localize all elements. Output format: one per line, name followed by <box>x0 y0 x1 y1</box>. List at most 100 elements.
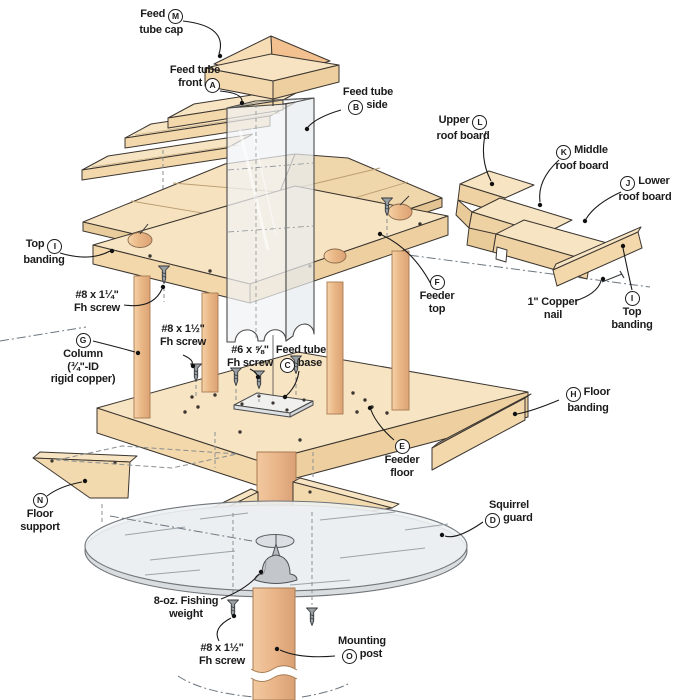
leader-lines <box>46 20 633 658</box>
label-lower-roof-board: J Lower roof board <box>610 175 680 204</box>
label-screw-8x114: #8 x 1¼" Fh screw <box>68 289 126 314</box>
part-letter-l: L <box>472 115 488 130</box>
label-text: Upper <box>438 114 470 126</box>
part-letter-k: K <box>556 145 572 160</box>
feed-tube <box>226 97 315 343</box>
mounting-post-lower-group <box>227 512 318 700</box>
label-text: Floor <box>26 508 54 520</box>
label-screw-8x112-mid: #8 x 1½" Fh screw <box>150 323 216 348</box>
label-text: tube cap <box>139 24 183 36</box>
label-text: front <box>178 76 203 89</box>
label-text: top <box>428 302 446 315</box>
exploded-right-roof-boards <box>455 170 643 287</box>
label-text: post <box>359 647 383 660</box>
part-letter-e: E <box>394 439 410 454</box>
part-letter-d: D <box>485 512 501 528</box>
columns <box>133 250 410 419</box>
label-text: Top <box>622 306 642 318</box>
column-back-left <box>201 292 219 393</box>
post-break <box>251 665 297 682</box>
label-text: Top <box>25 238 45 250</box>
label-text: support <box>20 520 60 533</box>
label-text: roof board <box>618 191 672 203</box>
label-text: #8 x 1¼" <box>75 289 119 301</box>
label-text: #8 x 1½" <box>161 323 205 335</box>
column-caps <box>127 203 413 264</box>
label-screw-6x58: #6 x ⅝" Fh screw <box>224 344 276 369</box>
label-text: 1" Copper <box>527 296 579 308</box>
label-text: 8-oz. Fishing <box>153 595 219 607</box>
label-feed-tube-front: Feed tube front A <box>132 64 220 93</box>
part-letter-n: N <box>32 493 48 508</box>
label-text: #8 x 1½" <box>200 642 244 654</box>
part-letter-i-right: I <box>624 291 640 306</box>
part-letter-m: M <box>168 9 183 24</box>
label-copper-nail: 1" Copper nail <box>524 296 582 321</box>
column-front-left <box>133 275 151 419</box>
fishing-weight <box>254 534 298 584</box>
part-letter-c: C <box>279 357 295 373</box>
floor-banding-exploded <box>431 393 532 471</box>
guard-sheen-lines <box>124 511 449 586</box>
label-feed-tube-cap: Feed M tube cap <box>95 8 183 37</box>
label-text: Fh screw <box>73 301 121 314</box>
label-text: Feeder <box>419 290 455 302</box>
label-text: #6 x ⅝" <box>231 344 269 356</box>
alignment-guides <box>0 252 651 699</box>
label-text: floor <box>390 466 414 479</box>
part-letter-o: O <box>341 648 357 664</box>
column-back-right <box>326 281 344 415</box>
label-text: side <box>366 98 388 111</box>
label-fishing-weight: 8-oz. Fishing weight <box>146 595 226 620</box>
pointer-dots <box>82 53 626 652</box>
label-text: Fh screw <box>198 654 246 667</box>
label-text: base <box>297 356 323 369</box>
label-text: Mounting <box>338 635 386 647</box>
feed-tube-front-face <box>226 103 287 343</box>
support-location-outline <box>56 445 238 469</box>
label-text: rigid copper) <box>50 373 116 386</box>
column-front-right <box>391 250 410 411</box>
part-letter-b: B <box>348 99 364 115</box>
label-text: banding <box>611 318 653 331</box>
label-middle-roof-board: K Middle roof board <box>546 144 618 173</box>
label-text: guard <box>503 511 533 524</box>
label-text: banding <box>23 254 65 266</box>
label-mounting-post: Mounting O post <box>330 635 394 664</box>
label-text: Squirrel <box>489 499 529 511</box>
label-feeder-floor: E Feeder floor <box>376 438 428 479</box>
label-text: (¾"-ID <box>67 360 99 373</box>
label-text: Feed tube <box>275 344 327 356</box>
cap-base-front-right <box>272 64 340 100</box>
label-floor-banding: H Floor banding <box>556 386 620 415</box>
label-text: Feed tube <box>342 86 394 98</box>
feed-tube-base-plate <box>233 335 314 418</box>
feed-tube-cap <box>204 35 340 106</box>
top-banding-right-part <box>552 226 643 287</box>
label-text: weight <box>169 607 203 620</box>
label-upper-roof-board: Upper L roof board <box>430 114 496 143</box>
label-squirrel-guard: Squirrel D guard <box>476 499 542 528</box>
mounting-post-lower <box>252 587 296 700</box>
feed-tube-side-face <box>285 97 315 342</box>
label-text: roof board <box>555 160 609 172</box>
part-letter-h: H <box>565 387 581 402</box>
label-text: Feed <box>140 8 166 20</box>
label-text: Middle <box>574 144 608 156</box>
label-text: Feed tube <box>169 64 220 76</box>
label-screw-8x112-bottom: #8 x 1½" Fh screw <box>190 642 254 667</box>
label-top-banding-left: Top I banding <box>16 238 72 267</box>
label-text: roof board <box>436 130 490 142</box>
label-text: banding <box>567 402 609 414</box>
label-text: Feeder <box>384 454 420 466</box>
label-text: Fh screw <box>159 335 207 348</box>
label-feed-tube-side: Feed tube B side <box>336 86 400 115</box>
label-column: G Column (¾"-ID rigid copper) <box>46 332 120 386</box>
screws-upper <box>158 197 393 402</box>
label-feeder-top: F Feeder top <box>413 274 461 315</box>
label-top-banding-right: I Top banding <box>606 290 658 331</box>
screw-8x112-bottom-right-glyph <box>306 607 318 626</box>
part-letter-j: J <box>620 176 636 191</box>
